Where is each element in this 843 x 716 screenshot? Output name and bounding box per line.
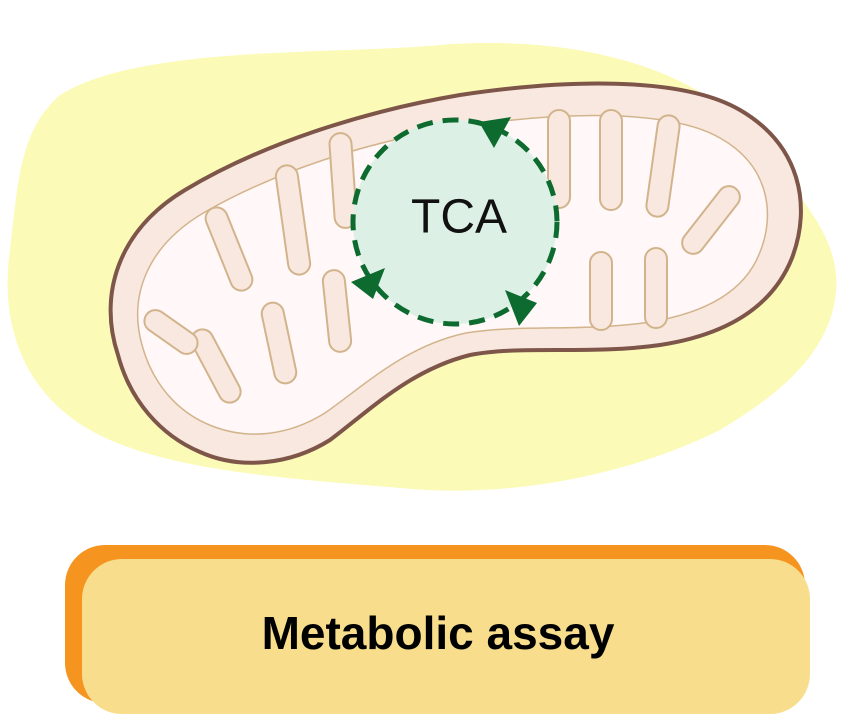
crista (274, 164, 312, 276)
banner-label: Metabolic assay (262, 607, 615, 659)
tca-cycle: TCA (350, 117, 560, 327)
metabolic-assay-banner: Metabolic assay (65, 545, 810, 714)
cristae (143, 109, 741, 404)
crista (547, 109, 571, 209)
crista (204, 206, 254, 292)
crista (645, 114, 681, 218)
tca-cycle-circle (350, 117, 560, 327)
crista (143, 309, 199, 355)
tca-label: TCA (411, 191, 507, 244)
crista (321, 269, 353, 353)
crista (260, 301, 298, 385)
crista (681, 185, 741, 255)
crista (190, 328, 242, 404)
cycle-arrow-icon (479, 117, 511, 148)
cycle-arrow-icon (505, 290, 537, 326)
banner-body (82, 559, 810, 714)
crista (599, 109, 623, 211)
crista (589, 251, 613, 331)
crista (328, 132, 358, 229)
cycle-arrow-icon (351, 268, 385, 299)
crista (644, 247, 668, 329)
